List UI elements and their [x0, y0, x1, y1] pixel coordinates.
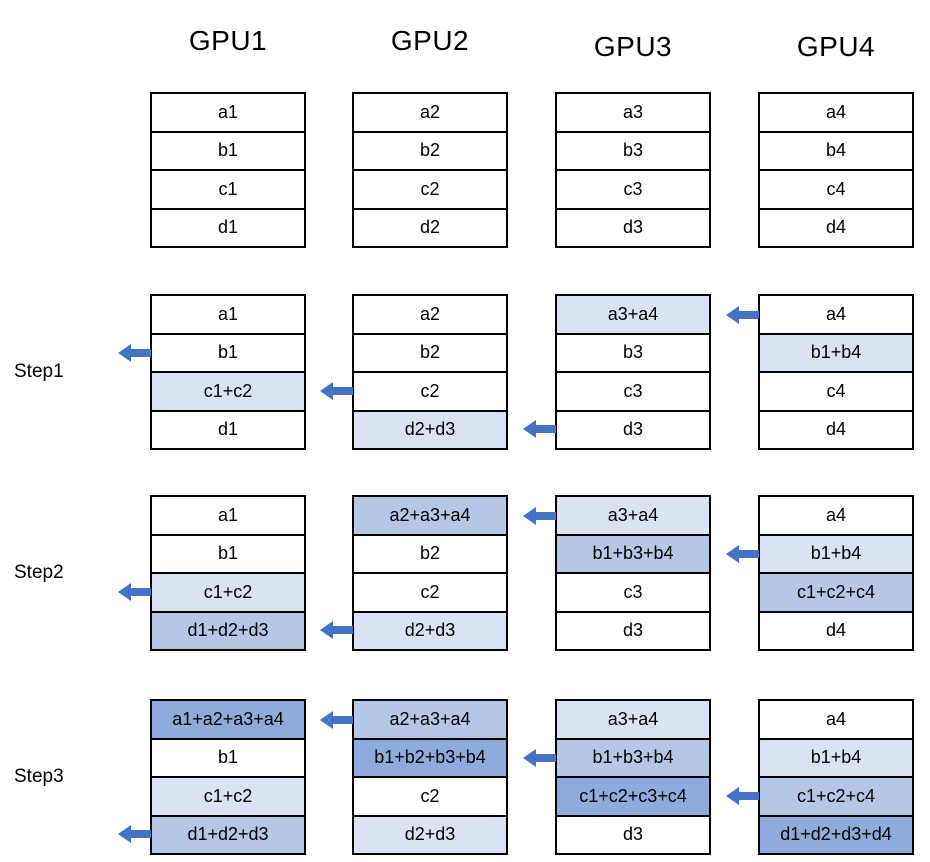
memory-cell: b1+b3+b4 — [557, 535, 709, 574]
memory-cell: d4 — [760, 411, 912, 448]
memory-cell: c2 — [354, 778, 506, 817]
memory-cell: a3+a4 — [557, 497, 709, 536]
memory-cell: a3+a4 — [557, 296, 709, 335]
memory-cell: b3 — [557, 132, 709, 171]
memory-cell: a2 — [354, 94, 506, 133]
memory-cell: b2 — [354, 132, 506, 171]
memory-cell: a2 — [354, 296, 506, 335]
memory-cell: a4 — [760, 296, 912, 335]
memory-cell: d3 — [557, 209, 709, 246]
step-label-step2: Step2 — [14, 562, 64, 583]
memory-cell: a3+a4 — [557, 701, 709, 740]
transfer-arrow-left-icon — [523, 507, 556, 525]
memory-cell: c4 — [760, 373, 912, 412]
transfer-arrow-left-icon — [320, 711, 353, 729]
transfer-arrow-left-icon — [726, 306, 759, 324]
gpu-header-gpu4: GPU4 — [796, 31, 876, 62]
memory-cell: b1+b3+b4 — [557, 739, 709, 778]
memory-cell: a4 — [760, 94, 912, 133]
transfer-arrow-left-icon — [523, 749, 556, 767]
step-label-step1: Step1 — [14, 361, 64, 382]
memory-cell: b1+b4 — [760, 334, 912, 373]
memory-cell: a1 — [152, 497, 304, 536]
memory-cell: d3 — [557, 816, 709, 853]
memory-cell: d1+d2+d3 — [152, 816, 304, 853]
memory-cell: c3 — [557, 171, 709, 210]
memory-cell: d1+d2+d3+d4 — [760, 816, 912, 853]
transfer-arrow-left-icon — [320, 621, 353, 639]
memory-cell: b2 — [354, 334, 506, 373]
memory-cell: d2+d3 — [354, 816, 506, 853]
memory-cell: d2+d3 — [354, 612, 506, 649]
memory-cell: a1+a2+a3+a4 — [152, 701, 304, 740]
memory-cell: a4 — [760, 497, 912, 536]
memory-cell: b1 — [152, 535, 304, 574]
memory-cell: a2+a3+a4 — [354, 497, 506, 536]
memory-cell: b1+b4 — [760, 535, 912, 574]
memory-cell: a3 — [557, 94, 709, 133]
memory-cell: c3 — [557, 574, 709, 613]
memory-cell: b1 — [152, 739, 304, 778]
memory-cell: c1+c2 — [152, 373, 304, 412]
memory-cell: d2 — [354, 209, 506, 246]
gpu-header-gpu2: GPU2 — [390, 25, 470, 56]
memory-cell: a1 — [152, 94, 304, 133]
memory-cell: c1+c2+c4 — [760, 574, 912, 613]
memory-cell: c1+c2+c4 — [760, 778, 912, 817]
memory-cell: b1+b2+b3+b4 — [354, 739, 506, 778]
memory-cell: d3 — [557, 411, 709, 448]
memory-cell: c2 — [354, 171, 506, 210]
transfer-arrow-left-icon — [523, 420, 556, 438]
transfer-arrow-left-icon — [118, 344, 151, 362]
step-label-step3: Step3 — [14, 766, 64, 787]
transfer-arrow-left-icon — [118, 825, 151, 843]
memory-cell: c3 — [557, 373, 709, 412]
memory-cell: b1 — [152, 132, 304, 171]
memory-cell: d2+d3 — [354, 411, 506, 448]
gpu-header-gpu3: GPU3 — [593, 31, 673, 62]
memory-cell: c2 — [354, 574, 506, 613]
memory-cell: c1+c2 — [152, 574, 304, 613]
memory-cell: b1 — [152, 334, 304, 373]
memory-cell: d4 — [760, 612, 912, 649]
memory-cell: b3 — [557, 334, 709, 373]
memory-cell: a4 — [760, 701, 912, 740]
transfer-arrow-left-icon — [726, 787, 759, 805]
memory-cell: d1 — [152, 411, 304, 448]
memory-cell: b4 — [760, 132, 912, 171]
transfer-arrow-left-icon — [320, 382, 353, 400]
transfer-arrow-left-icon — [726, 545, 759, 563]
transfer-arrow-left-icon — [118, 583, 151, 601]
memory-cell: d3 — [557, 612, 709, 649]
memory-cell: d1 — [152, 209, 304, 246]
memory-cell: a2+a3+a4 — [354, 701, 506, 740]
memory-cell: c1+c2+c3+c4 — [557, 778, 709, 817]
memory-cell: d4 — [760, 209, 912, 246]
memory-cell: c1 — [152, 171, 304, 210]
memory-cell: d1+d2+d3 — [152, 612, 304, 649]
memory-cell: c2 — [354, 373, 506, 412]
memory-cell: b1+b4 — [760, 739, 912, 778]
memory-cell: c1+c2 — [152, 778, 304, 817]
memory-cell: b2 — [354, 535, 506, 574]
memory-cell: a1 — [152, 296, 304, 335]
gpu-header-gpu1: GPU1 — [188, 25, 268, 56]
memory-cell: c4 — [760, 171, 912, 210]
